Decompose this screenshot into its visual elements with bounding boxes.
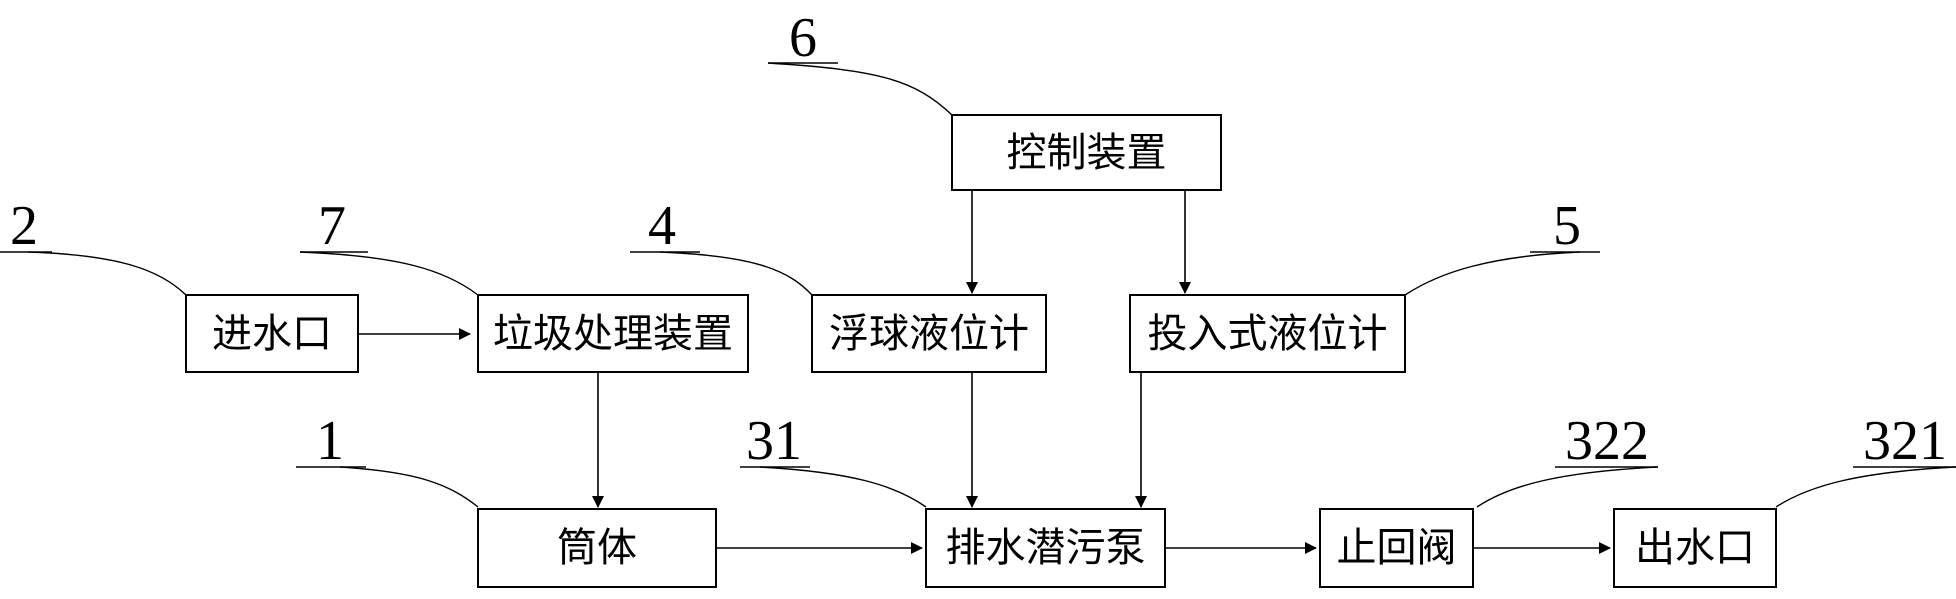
- ref-number-inlet: 2: [10, 195, 38, 257]
- leader-pump: [740, 466, 927, 508]
- ref-number-barrel: 1: [316, 410, 344, 472]
- garbage-treatment-label: 垃圾处理装置: [493, 311, 733, 357]
- leader-float-gauge: [630, 251, 813, 296]
- float-level-gauge-box: 浮球液位计: [811, 294, 1047, 373]
- water-inlet-box: 进水口: [185, 294, 359, 373]
- barrel-label: 筒体: [557, 525, 637, 571]
- leader-barrel: [296, 466, 479, 508]
- leader-garbage: [299, 251, 479, 296]
- submersible-sewage-pump-box: 排水潜污泵: [925, 508, 1166, 588]
- submersible-level-gauge-label: 投入式液位计: [1148, 311, 1388, 357]
- ref-number-control: 6: [789, 7, 817, 69]
- leader-control: [767, 62, 953, 116]
- control-device-box: 控制装置: [951, 114, 1222, 191]
- leader-submersible-gauge: [1404, 251, 1600, 296]
- ref-number-outlet: 321: [1863, 410, 1947, 472]
- water-outlet-box: 出水口: [1613, 508, 1777, 588]
- control-device-label: 控制装置: [1007, 130, 1167, 176]
- leader-check-valve: [1476, 466, 1659, 508]
- check-valve-label: 止回阀: [1337, 525, 1457, 571]
- water-inlet-label: 进水口: [212, 311, 332, 357]
- garbage-treatment-box: 垃圾处理装置: [477, 294, 749, 373]
- leader-inlet: [0, 251, 187, 296]
- ref-number-pump: 31: [746, 410, 802, 472]
- check-valve-box: 止回阀: [1319, 508, 1474, 588]
- water-outlet-label: 出水口: [1635, 525, 1755, 571]
- submersible-sewage-pump-label: 排水潜污泵: [946, 525, 1146, 571]
- submersible-level-gauge-box: 投入式液位计: [1129, 294, 1406, 373]
- ref-number-garbage: 7: [318, 195, 346, 257]
- float-level-gauge-label: 浮球液位计: [829, 311, 1029, 357]
- ref-number-check-valve: 322: [1565, 410, 1649, 472]
- ref-number-float-gauge: 4: [648, 195, 676, 257]
- ref-number-submersible-gauge: 5: [1553, 195, 1581, 257]
- leader-outlet: [1775, 466, 1956, 508]
- barrel-box: 筒体: [477, 508, 717, 588]
